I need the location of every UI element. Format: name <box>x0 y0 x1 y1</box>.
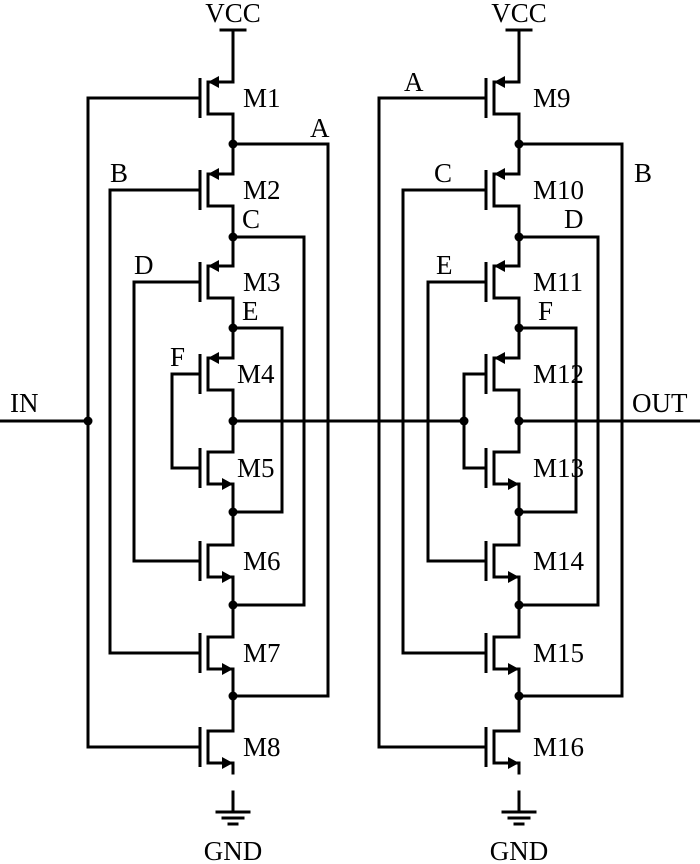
junction-dot <box>514 323 524 333</box>
transistor-m7 <box>198 625 235 681</box>
junction-dot <box>514 507 524 517</box>
junction-dot <box>228 600 238 610</box>
left-ground-symbol <box>215 810 251 826</box>
right-net-c-label: C <box>434 158 452 188</box>
m3-label: M3 <box>243 267 281 297</box>
left-net-b-label: B <box>110 158 128 188</box>
right-net-a-label: A <box>404 67 424 97</box>
left-net-d-label: D <box>134 250 154 280</box>
transistor-m15 <box>484 625 521 681</box>
m4-label: M4 <box>237 359 275 389</box>
right-net-d-label: D <box>564 204 584 234</box>
right-net-b-label: B <box>634 158 652 188</box>
junction-dot <box>514 232 524 242</box>
transistor-m9 <box>484 70 521 126</box>
m6-label: M6 <box>243 546 281 576</box>
m16-label: M16 <box>533 732 584 762</box>
junction-dot <box>228 323 238 333</box>
m15-label: M15 <box>533 638 584 668</box>
right-gnd-label: GND <box>490 836 549 864</box>
m12-label: M12 <box>533 359 584 389</box>
right-vcc-wire <box>505 28 533 74</box>
junction-dot <box>228 232 238 242</box>
m7-label: M7 <box>243 638 281 668</box>
m2-label: M2 <box>243 175 281 205</box>
in-label: IN <box>10 388 39 418</box>
left-gnd-label: GND <box>204 836 263 864</box>
junction-dot <box>514 139 524 149</box>
left-net-e-label: E <box>242 296 259 326</box>
transistor-m14 <box>484 533 521 589</box>
transistor-m6 <box>198 533 235 589</box>
m14-label: M14 <box>533 546 585 576</box>
transistor-m16 <box>484 719 521 775</box>
junction-dot <box>514 600 524 610</box>
transistor-m4 <box>198 346 235 402</box>
right-vcc-label: VCC <box>491 0 547 28</box>
transistor-m5 <box>198 440 235 496</box>
transistor-m13 <box>484 440 521 496</box>
right-stage <box>377 28 624 826</box>
left-net-f-label: F <box>170 342 185 372</box>
left-vcc-wire <box>219 28 247 74</box>
transistor-m3 <box>198 254 235 310</box>
m10-label: M10 <box>533 175 584 205</box>
transistor-m8 <box>198 719 235 775</box>
transistor-m12 <box>484 346 521 402</box>
m8-label: M8 <box>243 732 281 762</box>
m11-label: M11 <box>533 267 583 297</box>
junction-dot <box>228 139 238 149</box>
transistor-m2 <box>198 162 235 218</box>
left-in-gate-wire <box>86 96 202 749</box>
junction-dot <box>228 691 238 701</box>
m5-label: M5 <box>237 453 275 483</box>
right-ground-symbol <box>501 810 537 826</box>
left-net-c-label: C <box>242 204 260 234</box>
m9-label: M9 <box>533 83 571 113</box>
right-net-e-label: E <box>436 250 453 280</box>
m13-label: M13 <box>533 453 584 483</box>
right-net-f-label: F <box>538 296 553 326</box>
transistor-m1 <box>198 70 235 126</box>
transistor-m11 <box>484 254 521 310</box>
out-label: OUT <box>632 388 688 418</box>
m1-label: M1 <box>243 83 281 113</box>
junction-dot <box>514 691 524 701</box>
left-net-a-label: A <box>310 113 330 143</box>
left-stage <box>83 28 330 826</box>
left-vcc-label: VCC <box>205 0 261 28</box>
junction-dot <box>228 507 238 517</box>
left-net-d-wire <box>132 280 202 563</box>
transistor-m10 <box>484 162 521 218</box>
left-net-b-wire <box>108 188 202 655</box>
left-net-f-wire <box>170 372 202 470</box>
